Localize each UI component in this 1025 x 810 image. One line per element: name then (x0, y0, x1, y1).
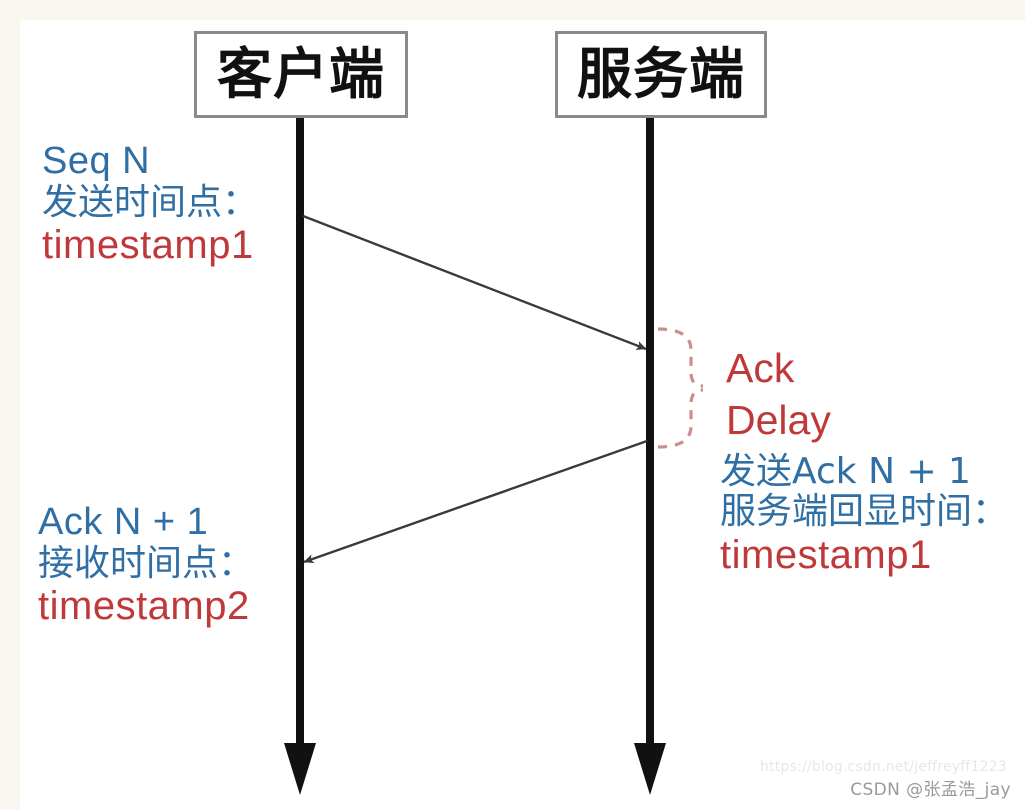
node-box-server[interactable]: 服务端 (555, 31, 767, 118)
annotation-send-ack-line3: timestamp1 (720, 532, 932, 577)
node-label-client: 客户端 (216, 42, 385, 106)
annotation-ack-receive-line2: 接收时间点： (38, 542, 255, 584)
annotation-seq-send: Seq N 发送时间点： timestamp1 (42, 140, 258, 268)
lifeline-server (634, 116, 666, 795)
annotation-send-ack-line1: 发送Ack N + 1 (720, 451, 971, 492)
message-arrow-seq-n (302, 214, 647, 351)
message-arrow-ack-n-plus-1 (303, 439, 648, 564)
node-label-server: 服务端 (576, 42, 745, 106)
annotation-ack-receive-line3: timestamp2 (38, 583, 250, 628)
annotation-seq-send-line1: Seq N (42, 140, 151, 182)
annotation-ack-receive-line1: Ack N + 1 (38, 501, 209, 543)
annotation-send-ack: 发送Ack N + 1 服务端回显时间： timestamp1 (720, 451, 1009, 577)
annotation-ack-delay-line1: Ack (726, 345, 795, 391)
diagram-canvas: 客户端 服务端 Seq N 发送时间点： timestamp1 Ack Dela… (20, 20, 1025, 810)
lifeline-client (284, 116, 316, 795)
node-box-client[interactable]: 客户端 (194, 31, 408, 118)
ack-delay-brace (657, 327, 704, 449)
diagram-vector-layer (284, 116, 704, 795)
annotation-seq-send-line2: 发送时间点： (42, 181, 259, 223)
annotation-ack-receive: Ack N + 1 接收时间点： timestamp2 (38, 501, 254, 629)
annotation-send-ack-line2: 服务端回显时间： (720, 491, 1009, 533)
annotation-ack-delay-line2: Delay (726, 397, 831, 444)
annotation-ack-delay: Ack Delay (726, 342, 831, 447)
annotation-seq-send-line3: timestamp1 (42, 222, 254, 267)
